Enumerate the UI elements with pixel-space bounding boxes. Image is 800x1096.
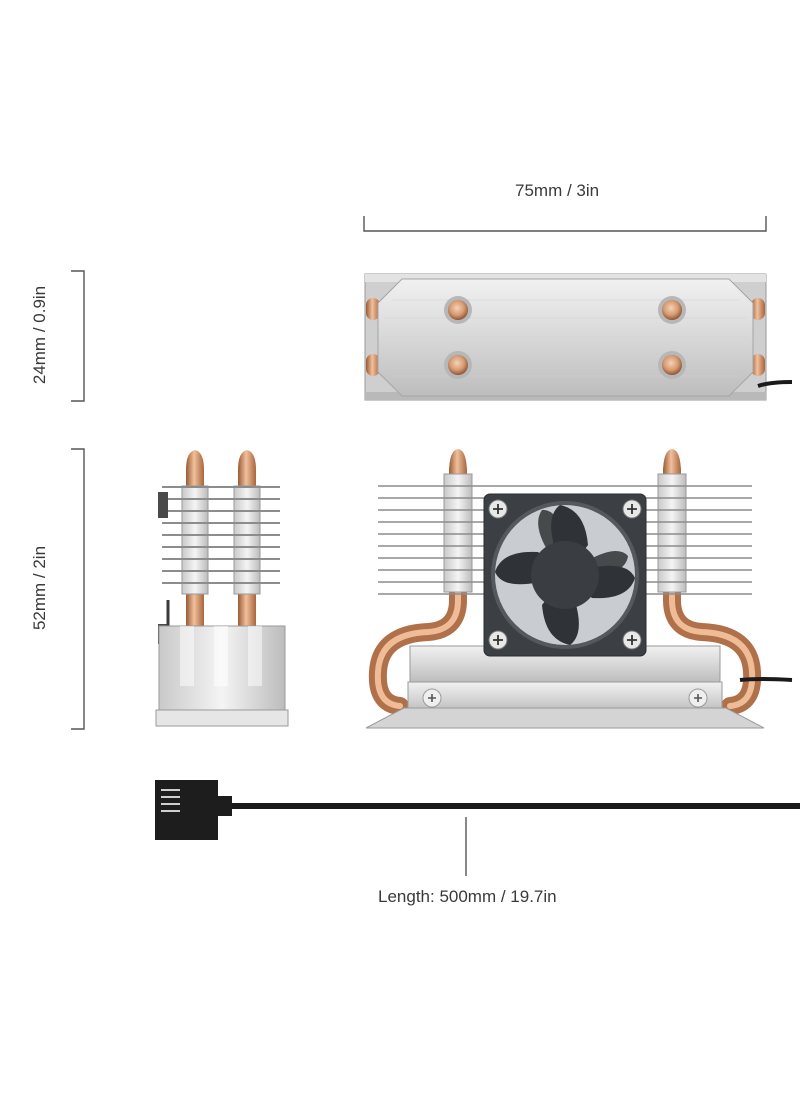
cable-length-label: Length: 500mm / 19.7in [378,887,557,906]
front-view-heatsink-fan [365,449,793,729]
dimension-lines [71,216,767,876]
top-screws [444,296,686,379]
top-view-heatsink [364,273,793,401]
side-view-heatsink [155,450,289,727]
fan-connector-cable [155,780,800,840]
fan-screws [488,499,642,650]
width-dimension-label: 75mm / 3in [515,181,600,200]
